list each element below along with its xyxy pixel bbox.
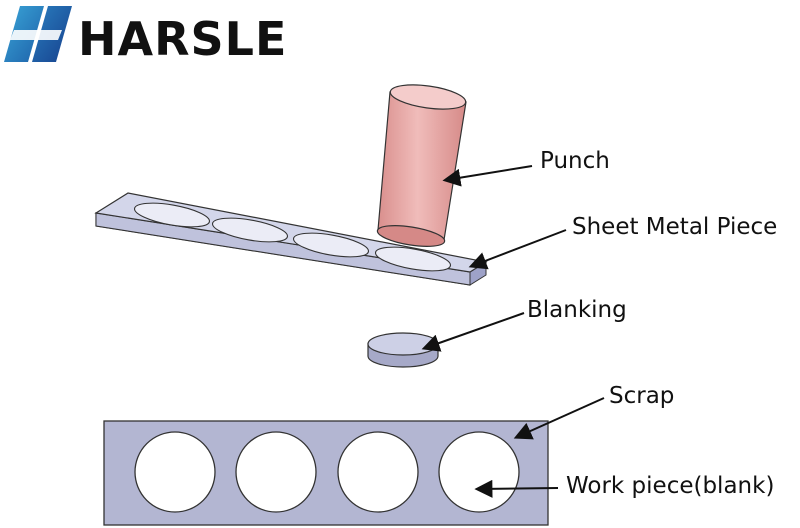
label-punch: Punch	[540, 148, 610, 174]
sheet-metal-arrow	[468, 229, 567, 270]
punch-cylinder	[376, 84, 467, 247]
punch-arrow	[442, 165, 533, 187]
scrap-arrow	[513, 397, 605, 440]
blanking-arrow	[421, 312, 525, 352]
label-blanking: Blanking	[527, 297, 627, 323]
work-piece-arrow	[474, 479, 559, 498]
label-scrap: Scrap	[609, 383, 675, 409]
label-work-piece: Work piece(blank)	[566, 473, 775, 499]
label-sheet-metal-piece: Sheet Metal Piece	[572, 214, 778, 240]
scrap-plate	[103, 420, 549, 526]
brand-name: HARSLE	[78, 12, 288, 66]
blanking-disc	[367, 332, 439, 368]
harsle-logo-mark-icon	[4, 6, 72, 62]
sheet-metal-piece	[94, 192, 488, 286]
